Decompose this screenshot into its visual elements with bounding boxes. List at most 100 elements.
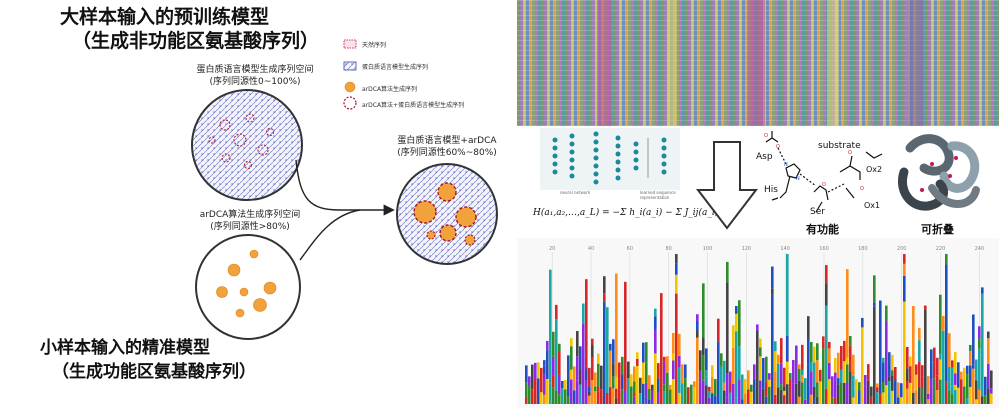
logo-letter-bar (876, 399, 879, 404)
logo-letter-bar (885, 309, 888, 322)
logo-letter-bar (525, 382, 528, 398)
logo-letter-bar (822, 336, 825, 342)
logo-letter-bar (921, 376, 924, 388)
logo-letter-bar (735, 313, 738, 332)
logo-tick-label: 80 (665, 246, 671, 252)
logo-letter-bar (837, 352, 840, 379)
logo-letter-bar (729, 382, 732, 393)
logo-letter-bar (789, 379, 792, 404)
logo-letter-bar (645, 362, 648, 383)
logo-tick-label: 180 (858, 246, 868, 252)
logo-letter-bar (744, 378, 747, 394)
logo-letter-bar (783, 386, 786, 391)
logo-letter-bar (567, 375, 570, 391)
legend-plm: 蛋白质语言模型生成序列 (362, 64, 429, 71)
logo-letter-bar (660, 293, 663, 318)
logo-letter-bar (969, 365, 972, 387)
logo-letter-bar (672, 360, 675, 380)
logo-letter-bar (867, 364, 870, 381)
logo-letter-bar (786, 254, 789, 336)
logo-letter-bar (807, 316, 810, 339)
logo-letter-bar (816, 397, 819, 404)
logo-letter-bar (747, 389, 750, 404)
logo-letter-bar (786, 384, 789, 404)
logo-letter-bar (753, 378, 756, 404)
logo-letter-bar (684, 364, 687, 379)
logo-letter-bar (819, 381, 822, 404)
logo-letter-bar (657, 392, 660, 404)
logo-letter-bar (894, 366, 897, 381)
logo-letter-bar (732, 325, 735, 348)
logo-letter-bar (885, 321, 888, 386)
logo-letter-bar (564, 380, 567, 390)
logo-letter-bar (624, 390, 627, 404)
logo-letter-bar (753, 364, 756, 379)
logo-letter-bar (804, 399, 807, 404)
logo-letter-bar (621, 356, 624, 375)
logo-letter-bar (630, 374, 633, 387)
logo-letter-bar (654, 316, 657, 330)
logo-letter-bar (939, 294, 942, 355)
logo-letter-bar (546, 340, 549, 351)
logo-letter-bar (816, 360, 819, 383)
logo-letter-bar (969, 344, 972, 351)
logo-letter-bar (840, 345, 843, 370)
ardca-space-circle (195, 234, 301, 340)
logo-letter-bar (969, 386, 972, 404)
logo-letter-bar (759, 380, 762, 404)
logo-letter-bar (582, 303, 585, 325)
msa-alignment-panel (517, 0, 999, 126)
logo-letter-bar (702, 355, 705, 381)
logo-letter-bar (723, 382, 726, 391)
logo-letter-bar (972, 314, 975, 365)
logo-letter-bar (600, 389, 603, 404)
logo-letter-bar (948, 351, 951, 367)
logo-letter-bar (669, 384, 672, 390)
logo-letter-bar (615, 388, 618, 399)
logo-letter-bar (705, 376, 708, 386)
logo-letter-bar (612, 363, 615, 376)
logo-letter-bar (894, 380, 897, 404)
logo-letter-bar (900, 397, 903, 404)
logo-letter-bar (618, 379, 621, 390)
logo-letter-bar (846, 364, 849, 383)
logo-letter-bar (648, 388, 651, 400)
logo-letter-bar (585, 368, 588, 381)
logo-letter-bar (537, 362, 540, 379)
logo-letter-bar (813, 362, 816, 388)
logo-letter-bar (876, 392, 879, 400)
logo-letter-bar (774, 341, 777, 352)
logo-letter-bar (573, 390, 576, 404)
logo-letter-bar (735, 306, 738, 314)
logo-letter-bar (618, 362, 621, 380)
logo-letter-bar (951, 367, 954, 387)
logo-letter-bar (957, 387, 960, 404)
logo-letter-bar (780, 363, 783, 385)
logo-letter-bar (615, 376, 618, 389)
logo-letter-bar (825, 305, 828, 389)
logo-letter-bar (783, 395, 786, 404)
logo-letter-bar (582, 324, 585, 404)
logo-tick-label: 20 (549, 246, 555, 252)
logo-letter-bar (675, 293, 678, 404)
logo-letter-bar (978, 348, 981, 390)
logo-letter-bar (921, 365, 924, 377)
combined-space-circle (396, 163, 498, 265)
logo-letter-bar (789, 373, 792, 380)
logo-letter-bar (981, 287, 984, 294)
logo-letter-bar (693, 387, 696, 404)
bottom-title-line2: （生成功能区氨基酸序列） (52, 362, 256, 382)
logo-letter-bar (642, 349, 645, 363)
logo-letter-bar (780, 384, 783, 390)
logo-letter-bar (543, 365, 546, 375)
logo-letter-bar (555, 304, 558, 320)
logo-letter-bar (750, 391, 753, 404)
logo-letter-bar (990, 370, 993, 389)
logo-letter-bar (543, 360, 546, 366)
logo-letter-bar (750, 384, 753, 392)
logo-letter-bar (642, 362, 645, 384)
logo-letter-bar (879, 394, 882, 404)
ox1-label: Ox1 (864, 201, 880, 210)
logo-letter-bar (717, 341, 720, 404)
